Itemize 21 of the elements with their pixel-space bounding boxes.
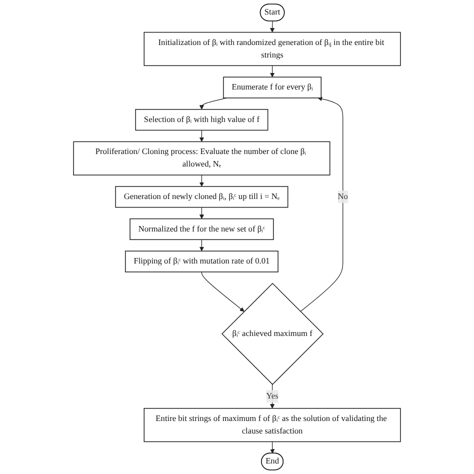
node-box: Selection of βᵢ with high value of f — [135, 109, 268, 131]
arrow — [199, 239, 204, 252]
node-diamond: βᵢᶜ achieved maximum f — [222, 282, 324, 385]
node-box: Enumerate f for every βᵢ — [223, 76, 322, 98]
node-box: Proliferation/ Cloning process: Evaluate the number of clone βᵢ allowed, Nₑ — [73, 141, 330, 176]
arrow — [270, 20, 275, 32]
arrow — [199, 207, 204, 219]
arrow — [300, 96, 344, 312]
edge-label: No — [338, 192, 348, 202]
arrow — [199, 130, 204, 142]
edge-label: Yes — [266, 392, 278, 401]
node-box: Entire bit strings of maximum f of βᵢᶜ as the solution of validating the clause satisfaction — [144, 408, 401, 442]
node-box: Generation of newly cloned βᵢ, βᵢᶜ up till i = Nₑ — [115, 186, 288, 208]
arrow — [201, 272, 244, 312]
arrow — [199, 174, 204, 187]
arrow — [270, 441, 275, 454]
node-box: Initialization of βᵢ with randomized generation of βᵢⱼ in the entire bit strings — [144, 32, 401, 66]
node-box: Flipping of βᵢᶜ with mutation rate of 0.01 — [125, 250, 278, 272]
arrow — [199, 98, 228, 110]
node-box: Normalized the f for the new set of βᵢᶜ — [130, 218, 274, 240]
arrow — [270, 65, 275, 78]
